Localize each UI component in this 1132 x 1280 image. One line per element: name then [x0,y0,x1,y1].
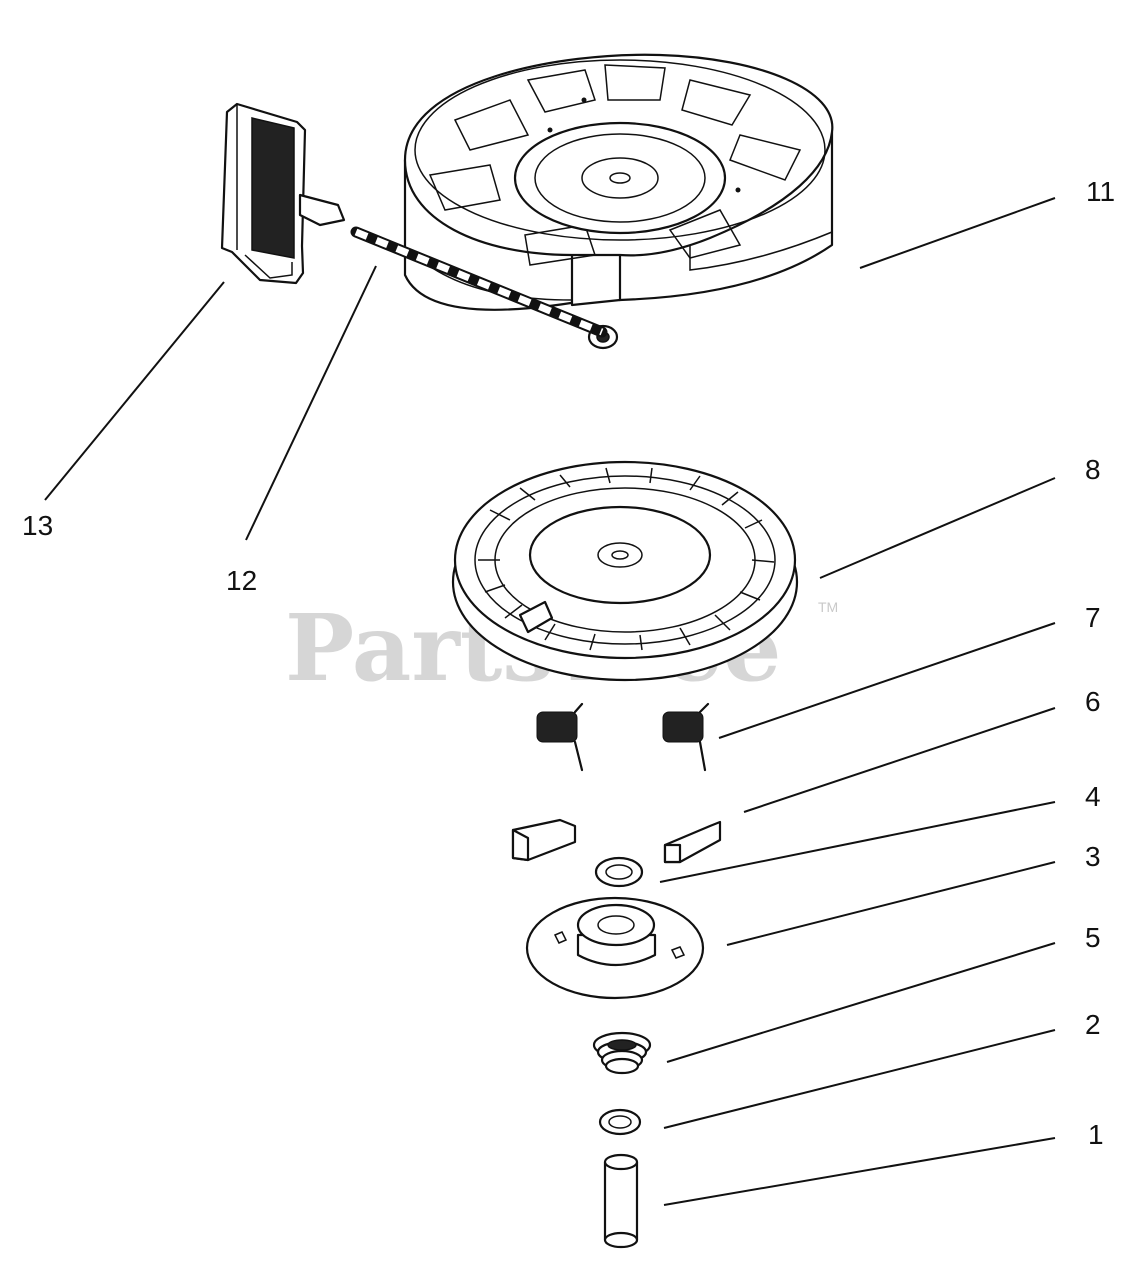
callout-3: 3 [1085,841,1101,872]
pulley-part [451,460,799,682]
starter-housing-part [403,53,834,350]
washer-part-4 [594,856,644,888]
callout-13: 13 [22,510,53,541]
pawl-part-right [663,820,722,864]
callout-7: 7 [1085,602,1101,633]
callout-4: 4 [1085,781,1101,812]
watermark-tm: TM [818,599,838,615]
callout-1: 1 [1088,1119,1104,1150]
callout-labels: 11 13 12 8 7 6 4 3 5 2 1 [22,176,1115,1150]
callout-5: 5 [1085,922,1101,953]
leader-lines [44,197,1056,1206]
callout-12: 12 [226,565,257,596]
retainer-part [525,896,705,1000]
pin-part [603,1153,639,1249]
callout-2: 2 [1085,1009,1101,1040]
callout-8: 8 [1085,454,1101,485]
callout-6: 6 [1085,686,1101,717]
coil-spring-part [592,1031,652,1075]
pawl-part-left [511,818,577,862]
spring-part-left [536,702,584,772]
washer-part-2 [598,1108,642,1136]
starter-rope-part [350,226,608,338]
callout-11: 11 [1086,176,1115,207]
spring-part-right [662,702,710,772]
starter-handle-part [220,102,346,285]
